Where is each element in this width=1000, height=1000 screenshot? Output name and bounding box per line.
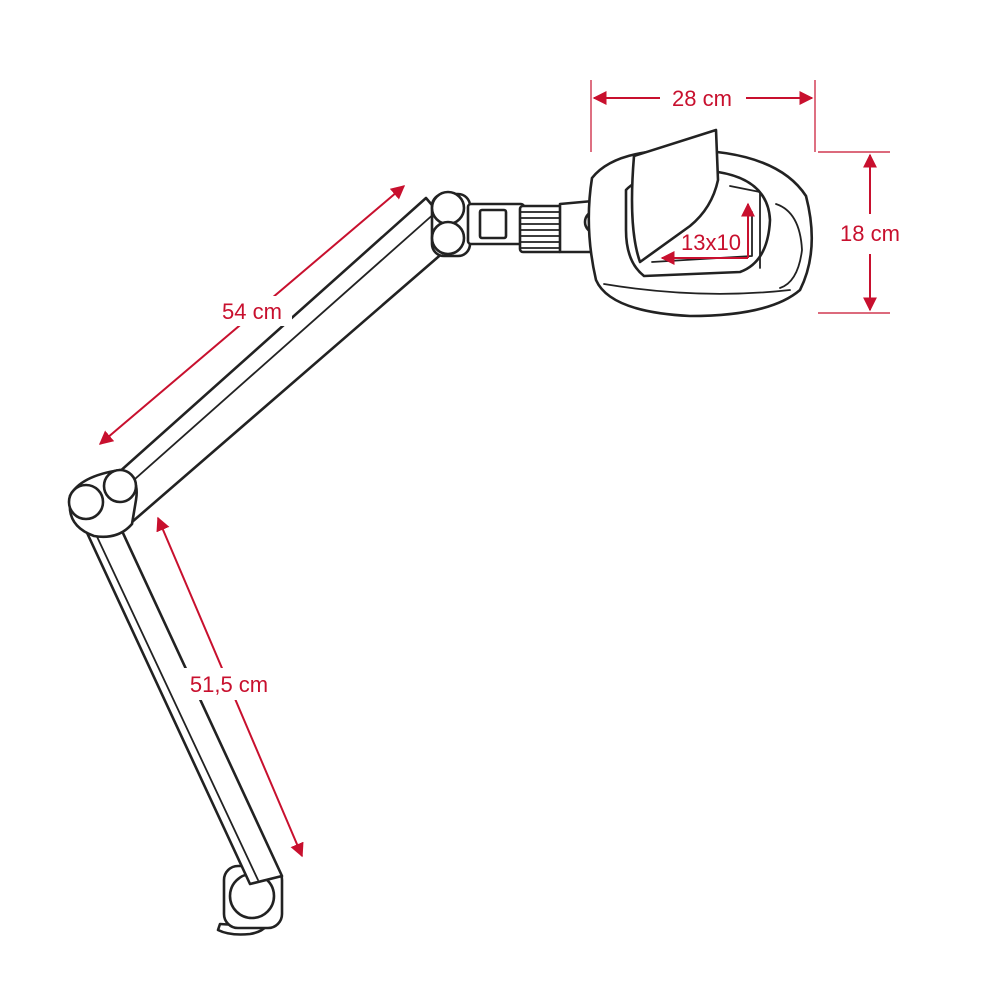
head-height-label: 18 cm bbox=[840, 221, 900, 246]
neck-connector bbox=[466, 202, 526, 246]
lens-size-label: 13x10 bbox=[681, 230, 741, 255]
lower-arm-dimension: 51,5 cm bbox=[156, 516, 304, 858]
dimension-annotations: 28 cm 18 cm 13x10 54 cm 51,5 cm bbox=[98, 80, 900, 858]
head-height-dimension: 18 cm bbox=[818, 151, 900, 314]
upper-joint bbox=[430, 190, 472, 258]
elbow-joint bbox=[67, 468, 138, 539]
lower-arm-label: 51,5 cm bbox=[190, 672, 268, 697]
flexible-neck bbox=[518, 204, 564, 254]
upper-arm bbox=[106, 196, 462, 524]
head-width-dimension: 28 cm bbox=[590, 80, 816, 152]
upper-arm-label: 54 cm bbox=[222, 299, 282, 324]
upper-arm-dimension: 54 cm bbox=[98, 185, 406, 445]
magnifier-head bbox=[587, 128, 814, 318]
head-width-label: 28 cm bbox=[672, 86, 732, 111]
lens-size-dimension: 13x10 bbox=[660, 202, 755, 265]
